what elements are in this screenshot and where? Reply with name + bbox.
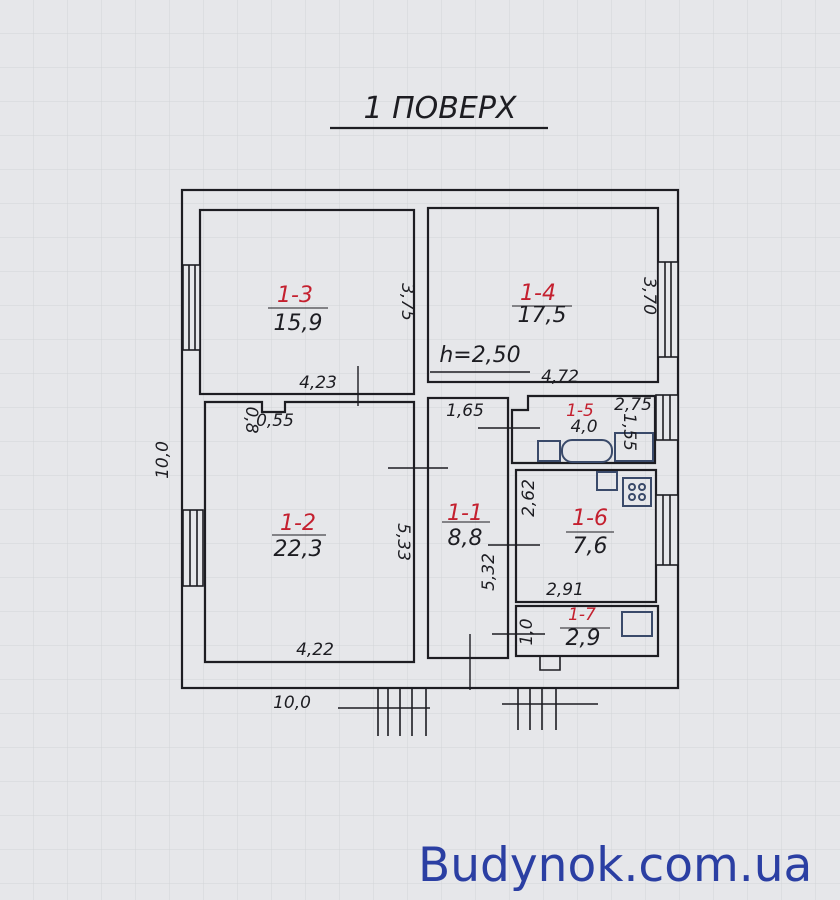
svg-text:8,8: 8,8	[448, 526, 483, 551]
svg-text:15,9: 15,9	[274, 311, 323, 336]
svg-text:3,70: 3,70	[639, 277, 659, 315]
room-1-2-outline	[203, 400, 416, 664]
room-1-7-label: 1-72,9	[560, 605, 610, 651]
svg-text:1-6: 1-6	[572, 506, 608, 531]
fixtures	[537, 432, 654, 637]
room-1-4-label: 1-417,5	[512, 281, 572, 328]
svg-text:4,23: 4,23	[299, 373, 337, 393]
svg-text:7,6: 7,6	[573, 534, 608, 559]
svg-text:4,22: 4,22	[296, 640, 334, 660]
svg-text:5,32: 5,32	[479, 553, 499, 591]
dimension-ticks	[357, 366, 545, 690]
windows	[182, 261, 679, 587]
svg-text:1,65: 1,65	[446, 401, 484, 421]
svg-text:1-2: 1-2	[280, 511, 316, 536]
room-1-5-label: 1-54,0	[566, 401, 597, 437]
room-1-6-label: 1-67,6	[566, 506, 614, 559]
svg-text:4,72: 4,72	[541, 367, 579, 387]
svg-text:5,33: 5,33	[393, 523, 413, 561]
room-1-5-outline	[510, 394, 657, 465]
svg-text:0,55: 0,55	[256, 411, 294, 431]
toilet-icon	[621, 611, 653, 637]
room-labels: 1-3 15,9 1-417,5 1-222,3 1-18,8 1-54,0 1-…	[268, 281, 614, 651]
svg-text:1-5: 1-5	[566, 401, 594, 421]
stove-icon	[622, 477, 652, 507]
svg-text:10,0: 10,0	[153, 441, 173, 479]
svg-text:2,62: 2,62	[519, 479, 539, 517]
svg-text:22,3: 22,3	[274, 537, 323, 562]
svg-text:1-3: 1-3	[277, 283, 313, 308]
svg-text:1,0: 1,0	[517, 618, 537, 645]
svg-text:3,75: 3,75	[397, 283, 417, 321]
walls	[180, 188, 680, 690]
boiler-icon	[614, 432, 654, 462]
svg-text:1-7: 1-7	[568, 605, 596, 625]
room-1-7-outline	[514, 604, 660, 658]
svg-text:1,55: 1,55	[619, 413, 639, 451]
svg-text:17,5: 17,5	[518, 303, 567, 328]
room-1-2-label: 1-222,3	[272, 511, 326, 562]
room-1-3-label: 1-3 15,9	[268, 283, 328, 336]
svg-text:4,0: 4,0	[570, 417, 597, 437]
svg-text:0,8: 0,8	[241, 406, 261, 433]
dimension-labels: 4,23 3,75 4,72 3,70 1,65 5,32 5,33 4,22 …	[153, 277, 659, 713]
watermark: Budynok.com.ua	[418, 838, 813, 893]
room-1-1-outline	[426, 396, 510, 660]
ceiling-height: h=2,50	[439, 343, 520, 368]
svg-text:2,75: 2,75	[614, 395, 652, 415]
entrance-steps	[338, 656, 598, 736]
plan-title: 1 ПОВЕРХ	[364, 91, 518, 126]
sink-icon	[537, 440, 561, 462]
kitchen-sink-icon	[596, 471, 618, 491]
svg-text:2,9: 2,9	[566, 626, 601, 651]
bathtub-icon	[561, 439, 613, 463]
svg-text:10,0: 10,0	[273, 693, 311, 713]
svg-text:1-4: 1-4	[520, 281, 556, 306]
room-1-1-label: 1-18,8	[442, 501, 490, 551]
svg-text:2,91: 2,91	[546, 580, 584, 600]
